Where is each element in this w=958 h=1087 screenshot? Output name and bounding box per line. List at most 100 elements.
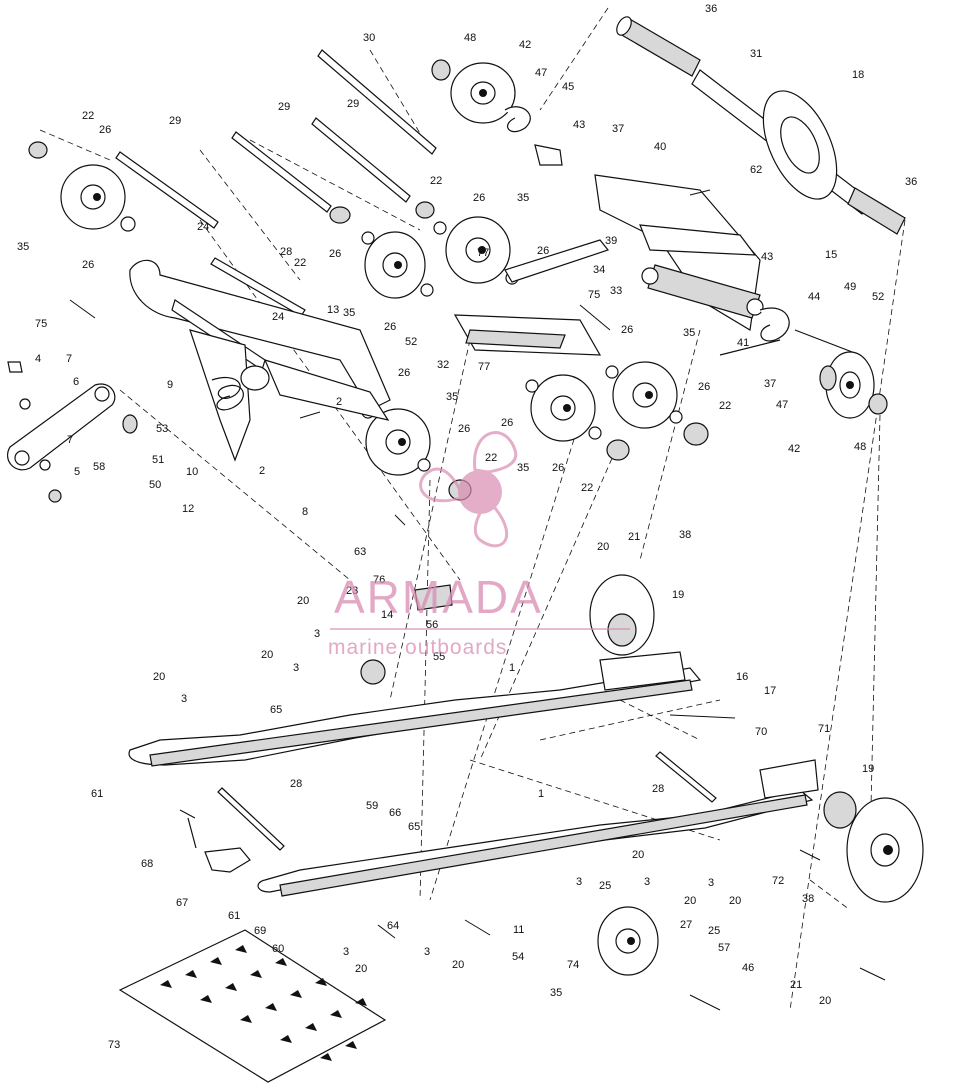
callout-1: 1 (538, 788, 544, 800)
callout-38: 38 (802, 893, 814, 905)
rear-wheel-38-lower (823, 791, 924, 903)
callout-3: 3 (181, 693, 187, 705)
callout-66: 66 (389, 807, 401, 819)
watermark-brand: ARMADA (334, 571, 543, 623)
callout-44: 44 (808, 291, 820, 303)
callout-26: 26 (537, 245, 549, 257)
bracket-76 (360, 584, 453, 685)
wear-plate-73 (118, 929, 387, 1083)
callout-51: 51 (152, 454, 164, 466)
callout-34: 34 (593, 264, 605, 276)
callout-32: 32 (437, 359, 449, 371)
callout-39: 39 (605, 235, 617, 247)
callout-14: 14 (381, 609, 393, 621)
callout-68: 68 (141, 858, 153, 870)
callout-9: 9 (167, 379, 173, 391)
callout-20: 20 (355, 963, 367, 975)
callout-42: 42 (519, 39, 531, 51)
callout-73: 73 (108, 1039, 120, 1051)
propeller-logo-icon (419, 431, 518, 548)
scraper-67 (204, 847, 251, 873)
callout-26: 26 (458, 423, 470, 435)
callout-77: 77 (478, 361, 490, 373)
callout-65: 65 (408, 821, 420, 833)
callout-47: 47 (535, 67, 547, 79)
callout-18: 18 (852, 69, 864, 81)
callout-29: 29 (278, 101, 290, 113)
callout-67: 67 (176, 897, 188, 909)
callout-11: 11 (513, 924, 524, 936)
callout-61: 61 (228, 910, 240, 922)
idler-wheels (28, 141, 678, 976)
callout-24: 24 (197, 221, 209, 233)
callout-26: 26 (329, 248, 341, 260)
callout-21: 21 (628, 531, 640, 543)
callout-21: 21 (790, 979, 802, 991)
shock-spring-10 (211, 376, 244, 411)
front-arm-assembly (129, 259, 391, 462)
callout-30: 30 (363, 32, 375, 44)
callout-76: 76 (373, 574, 385, 586)
callout-7: 7 (67, 434, 73, 446)
callout-10: 10 (186, 466, 198, 478)
slide-rail-upper (128, 651, 702, 767)
slide-rail-lower (257, 759, 819, 897)
callout-26: 26 (621, 324, 633, 336)
callout-22: 22 (581, 482, 593, 494)
callout-26: 26 (473, 192, 485, 204)
callout-3: 3 (293, 662, 299, 674)
callout-61: 61 (91, 788, 103, 800)
rear-axle-assembly (616, 16, 906, 235)
callout-35: 35 (517, 462, 529, 474)
callout-55: 55 (433, 651, 445, 663)
callout-64: 64 (387, 920, 399, 932)
callout-labels: 36 31 18 36 30 48 42 47 45 43 37 40 62 2… (17, 3, 917, 1051)
callout-65: 65 (270, 704, 282, 716)
top-idler-wheel (431, 59, 563, 166)
callout-54: 54 (512, 951, 524, 963)
callout-23: 23 (346, 585, 358, 597)
callout-3: 3 (314, 628, 320, 640)
callout-33: 33 (610, 285, 622, 297)
callout-52: 52 (405, 336, 417, 348)
callout-1: 1 (509, 662, 515, 674)
callout-20: 20 (597, 541, 609, 553)
callout-62: 62 (750, 164, 762, 176)
callout-27: 27 (680, 919, 692, 931)
callout-20: 20 (452, 959, 464, 971)
callout-22: 22 (82, 110, 94, 122)
callout-69: 69 (254, 925, 266, 937)
callout-48: 48 (464, 32, 476, 44)
callout-35: 35 (17, 241, 29, 253)
callout-75: 75 (35, 318, 47, 330)
callout-22: 22 (485, 452, 497, 464)
cross-shafts (115, 49, 437, 317)
callout-70: 70 (755, 726, 767, 738)
callout-50: 50 (149, 479, 161, 491)
callout-48: 48 (854, 441, 866, 453)
callout-45: 45 (562, 81, 574, 93)
watermark-subtitle: marine outboards (328, 636, 508, 659)
callout-7: 7 (66, 353, 72, 365)
callout-35: 35 (683, 327, 695, 339)
callout-36: 36 (705, 3, 717, 15)
callout-38: 38 (679, 529, 691, 541)
callout-43: 43 (573, 119, 585, 131)
callout-26: 26 (99, 124, 111, 136)
callout-72: 72 (772, 875, 784, 887)
callout-77: 77 (477, 247, 489, 259)
callout-26: 26 (384, 321, 396, 333)
callout-20: 20 (153, 671, 165, 683)
callout-20: 20 (297, 595, 309, 607)
callout-47: 47 (776, 399, 788, 411)
callout-37: 37 (612, 123, 624, 135)
callout-6: 6 (73, 376, 79, 388)
scissor-link (7, 361, 138, 503)
callout-24: 24 (272, 311, 284, 323)
callout-3: 3 (424, 946, 430, 958)
callout-3: 3 (576, 876, 582, 888)
callout-53: 53 (156, 423, 168, 435)
callout-31: 31 (750, 48, 762, 60)
